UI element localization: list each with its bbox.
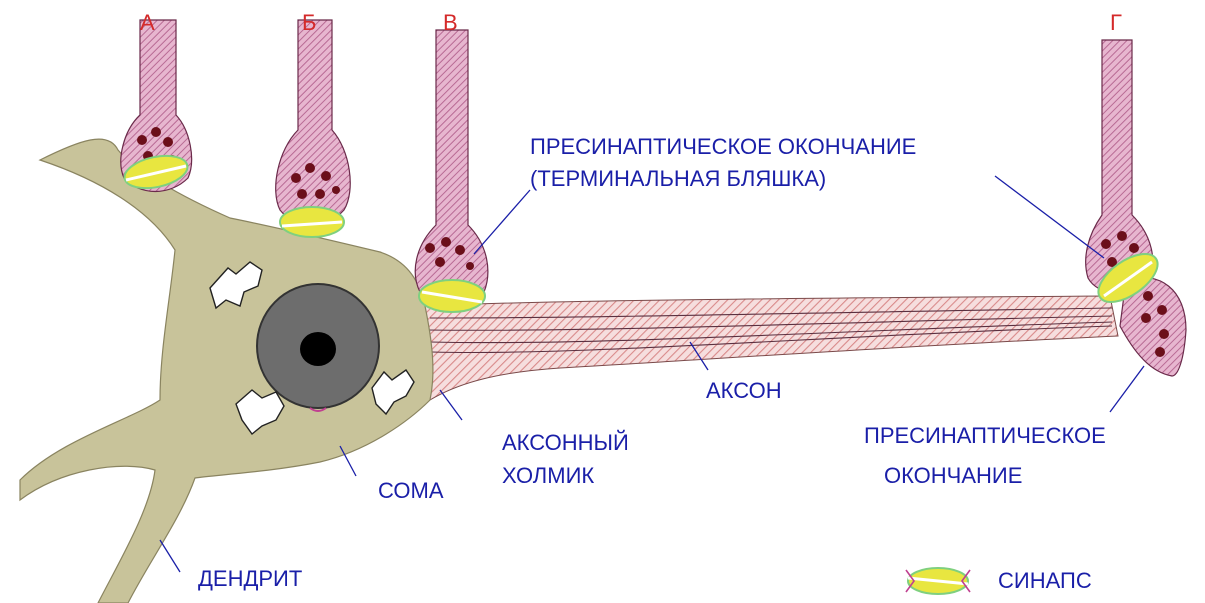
branch-label-v: В: [443, 12, 458, 34]
label-soma: СОМА: [378, 480, 444, 502]
label-presynaptic2-line1: ПРЕСИНАПТИЧЕСКОЕ: [864, 425, 1106, 447]
label-presynaptic-line2: (ТЕРМИНАЛЬНАЯ БЛЯШКА): [530, 168, 826, 190]
branch-label-g: Г: [1110, 12, 1122, 34]
label-presynaptic2-line2: ОКОНЧАНИЕ: [884, 465, 1022, 487]
terminal-b: [276, 20, 351, 237]
label-presynaptic-line1: ПРЕСИНАПТИЧЕСКОЕ ОКОНЧАНИЕ: [530, 136, 916, 158]
terminal-a: [121, 20, 192, 193]
branch-label-a: А: [140, 12, 155, 34]
branch-label-b: Б: [302, 12, 316, 34]
label-axon-hillock-line1: АКСОННЫЙ: [502, 432, 629, 454]
label-axon-hillock-line2: ХОЛМИК: [502, 465, 594, 487]
synapse-legend-icon: [906, 568, 970, 594]
legend-synapse-label: СИНАПС: [998, 570, 1092, 592]
terminal-v: [415, 30, 488, 312]
label-dendrite: ДЕНДРИТ: [198, 568, 302, 590]
label-axon: АКСОН: [706, 380, 782, 402]
nucleolus: [300, 332, 336, 366]
